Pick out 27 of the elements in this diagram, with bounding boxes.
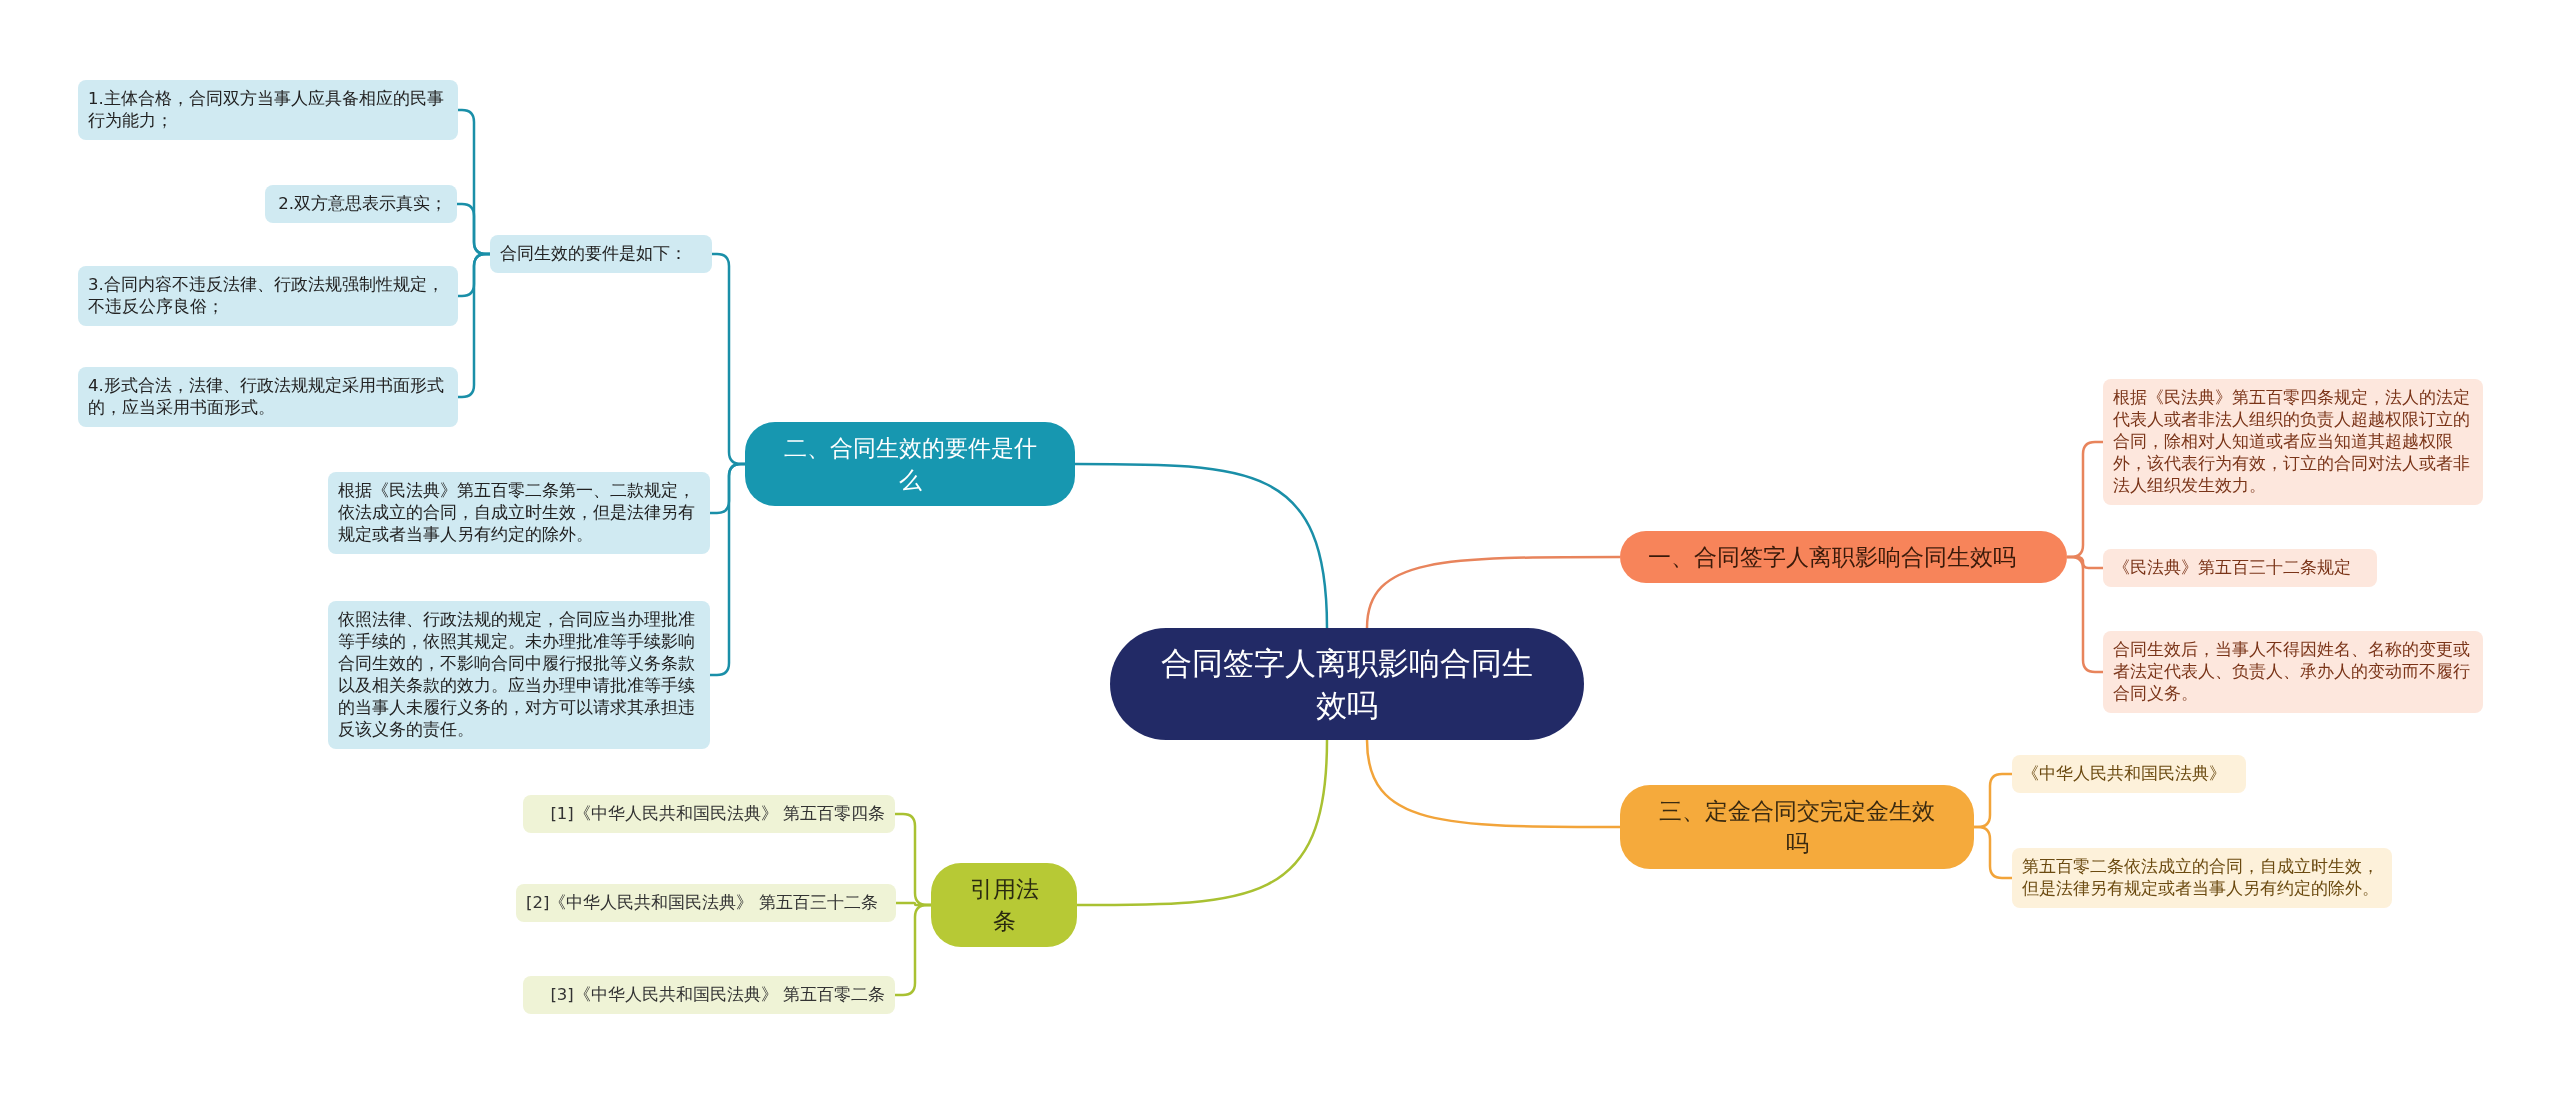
note-box: 2.双方意思表示真实； [265,185,457,223]
note-box: 《民法典》第五百三十二条规定 [2103,549,2377,587]
connector-line [1365,739,1620,829]
note-box: 依照法律、行政法规的规定，合同应当办理批准等手续的，依照其规定。未办理批准等手续影响合同生效的，不影响合同中履行报批等义务条款以及相关条款的效力。应当办理申请批准等手续的当事人未履行义务的，对方可以请求其承担违反该义务的责任。 [328,601,710,749]
note-box: [3]《中华人民共和国民法典》 第五百零二条 [523,976,895,1014]
connector-line [1077,739,1329,907]
topic-pill: 二、合同生效的要件是什么 [745,422,1075,506]
central-topic: 合同签字人离职影响合同生效吗 [1110,628,1584,740]
note-box: 《中华人民共和国民法典》 [2012,755,2246,793]
note-box: 3.合同内容不违反法律、行政法规强制性规定，不违反公序良俗； [78,266,458,326]
connector-line [1075,462,1329,629]
note-box: 合同生效后，当事人不得因姓名、名称的变更或者法定代表人、负责人、承办人的变动而不履行合同义务。 [2103,631,2483,713]
note-box: [1]《中华人民共和国民法典》 第五百零四条 [523,795,895,833]
connector-line [710,462,745,677]
note-box: 1.主体合格，合同双方当事人应具备相应的民事行为能力； [78,80,458,140]
note-box: 合同生效的要件是如下： [490,235,712,273]
note-box: 第五百零二条依法成立的合同，自成立时生效，但是法律另有规定或者当事人另有约定的除外。 [2012,848,2392,908]
topic-pill: 一、合同签字人离职影响合同生效吗 [1620,531,2067,583]
note-box: 4.形式合法，法律、行政法规规定采用书面形式的，应当采用书面形式。 [78,367,458,427]
topic-pill: 引用法条 [931,863,1077,947]
connector-line [895,903,931,997]
connector-line [1365,555,1620,629]
note-box: 根据《民法典》第五百零二条第一、二款规定，依法成立的合同，自成立时生效，但是法律另有规定或者当事人另有约定的除外。 [328,472,710,554]
connector-line [2067,555,2103,674]
note-box: [2]《中华人民共和国民法典》 第五百三十二条 [516,884,896,922]
topic-pill: 三、定金合同交完定金生效吗 [1620,785,1974,869]
note-box: 根据《民法典》第五百零四条规定，法人的法定代表人或者非法人组织的负责人超越权限订立的合同，除相对人知道或者应当知道其超越权限外，该代表行为有效，订立的合同对法人或者非法人组织发生效力。 [2103,379,2483,505]
